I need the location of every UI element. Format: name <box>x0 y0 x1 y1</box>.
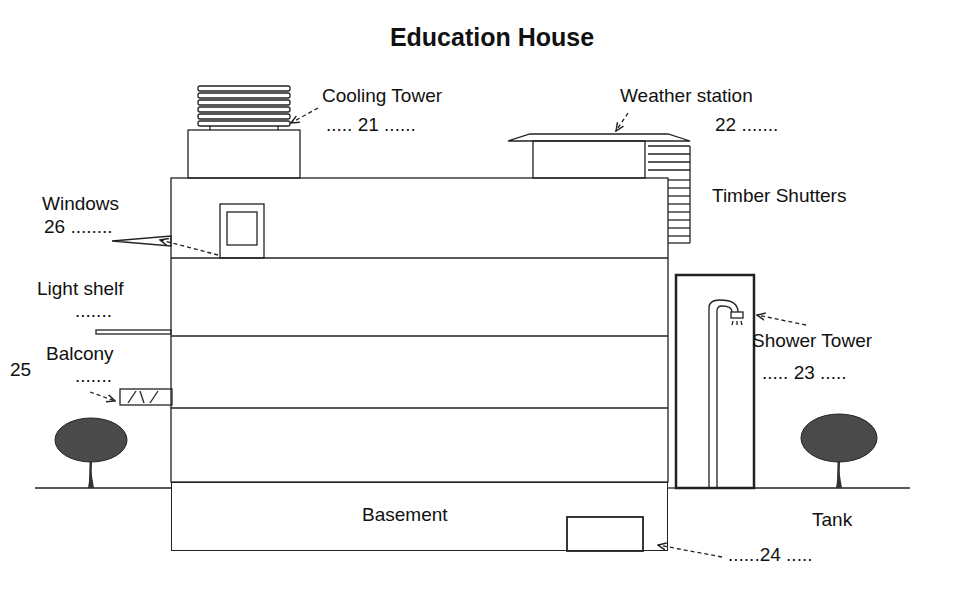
leader-arrow <box>757 315 806 325</box>
leader-arrow <box>90 392 115 401</box>
tree <box>55 418 127 488</box>
floor-line <box>171 407 668 408</box>
callout-number: 22 ....... <box>715 115 778 136</box>
part-label: Tank <box>812 510 852 531</box>
part-label: Shower Tower <box>752 331 872 352</box>
cooling-louvers <box>198 86 290 130</box>
cooling-tower <box>188 130 300 178</box>
tree <box>801 414 877 488</box>
part-label: Balcony <box>46 344 114 365</box>
leader-arrow <box>160 240 218 255</box>
callout-number: ......24 ..... <box>728 545 812 566</box>
basement-band: Basement <box>171 482 668 551</box>
answer-blank: ....... <box>75 301 112 322</box>
part-label: Windows <box>42 194 119 215</box>
diagram-title: Education House <box>342 24 642 52</box>
ground-line <box>754 487 910 488</box>
window-pane <box>227 212 257 245</box>
weather-station <box>533 141 645 178</box>
part-label: Light shelf <box>37 279 124 300</box>
timber-shutters <box>648 146 690 243</box>
shower-pipe <box>709 300 743 488</box>
ground-line <box>35 487 171 488</box>
balcony <box>120 389 172 405</box>
part-label: Timber Shutters <box>712 186 846 207</box>
tank <box>567 517 643 551</box>
weather-station-roof <box>508 134 690 141</box>
shower-tower <box>676 275 754 488</box>
leader-arrow <box>291 108 318 123</box>
part-label: Weather station <box>620 86 753 107</box>
callout-number: ..... 23 ..... <box>762 363 846 384</box>
answer-blank: ....... <box>75 366 112 387</box>
part-label: Cooling Tower <box>322 86 442 107</box>
callout-number: ..... 21 ...... <box>326 115 416 136</box>
node-label: Basement <box>362 505 448 526</box>
window <box>220 204 264 258</box>
callout-number: 25 <box>10 360 31 381</box>
floor-line <box>171 335 668 336</box>
light-shelf <box>96 330 171 334</box>
leader-arrow <box>616 113 628 131</box>
callout-number: 26 ........ <box>44 217 113 238</box>
building-outline <box>171 178 668 482</box>
